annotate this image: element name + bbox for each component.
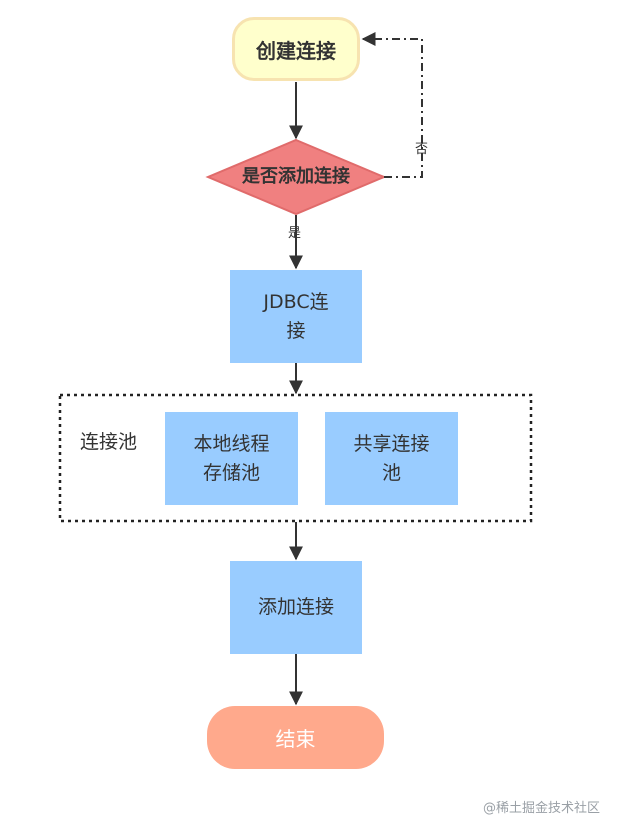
add-connection-node-label: 添加连接 bbox=[257, 596, 334, 619]
jdbc-node: JDBC连 接 bbox=[230, 270, 362, 363]
edge-label-no: 否 bbox=[415, 142, 429, 157]
watermark: @稀土掘金技术社区 bbox=[482, 801, 600, 816]
pool-container bbox=[58, 393, 533, 523]
add-connection-node: 添加连接 bbox=[230, 561, 362, 654]
shared-pool-node-label: 共享连接 池 bbox=[353, 433, 430, 484]
end-node-label: 结束 bbox=[275, 727, 316, 751]
decision-node-label: 是否添加连接 bbox=[242, 166, 350, 187]
start-node-label: 创建连接 bbox=[256, 38, 336, 63]
edge-label-yes: 是 bbox=[288, 226, 302, 241]
start-node: 创建连接 bbox=[232, 17, 360, 81]
local-pool-node-label: 本地线程 存储池 bbox=[193, 433, 270, 484]
local-pool-node: 本地线程 存储池 bbox=[165, 412, 298, 505]
shared-pool-node: 共享连接 池 bbox=[325, 412, 458, 505]
end-node: 结束 bbox=[207, 706, 384, 769]
jdbc-node-label: JDBC连 接 bbox=[263, 291, 329, 342]
pool-label: 连接池 bbox=[80, 431, 138, 453]
decision-diamond bbox=[205, 138, 387, 216]
arrow-decision-no-loop bbox=[361, 32, 423, 178]
